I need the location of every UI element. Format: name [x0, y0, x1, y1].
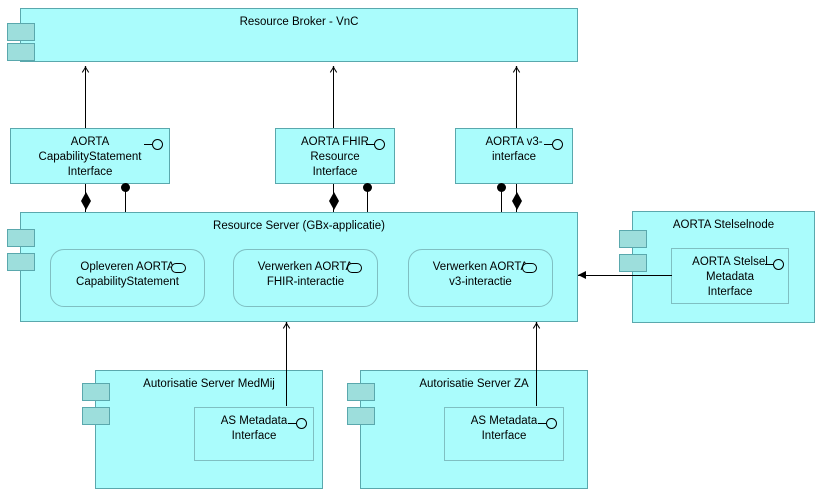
component-autorisatie-server-medmij[interactable]: Autorisatie Server MedMij AS Metadata In… [82, 370, 323, 489]
arrowhead-fhir-to-broker [328, 63, 339, 72]
arrowhead-capability-to-broker [80, 63, 91, 72]
connector-ball-icon [363, 183, 372, 192]
subcomponent-opleveren-capabilitystatement[interactable]: Opleveren AORTA CapabilityStatement [50, 249, 205, 307]
provided-interface-lollipop-icon [538, 418, 560, 430]
provided-interface-lollipop-icon [765, 259, 787, 271]
composition-diamond-icon [329, 192, 339, 210]
composition-diamond-icon [81, 192, 91, 210]
component-tab-lower [7, 43, 35, 61]
component-tab-upper [347, 383, 375, 401]
usecase-oval-icon [522, 263, 537, 273]
component-aorta-stelselnode[interactable]: AORTA Stelselnode AORTA Stelsel Metadata… [619, 211, 815, 323]
component-tab-lower [82, 407, 110, 425]
interface-as-metadata-za[interactable]: AS Metadata Interface [444, 407, 564, 461]
component-tab-upper [82, 383, 110, 401]
component-title-za: Autorisatie Server ZA [419, 378, 529, 390]
arrowhead-za-to-resource-server [531, 319, 542, 328]
component-tab-lower [7, 253, 35, 271]
component-resource-broker[interactable]: Resource Broker - VnC [7, 8, 578, 62]
interface-aorta-fhir-resource[interactable]: AORTA FHIR Resource Interface [275, 128, 395, 184]
subcomponent-verwerken-fhir-interactie[interactable]: Verwerken AORTA FHIR-interactie [233, 249, 378, 307]
usecase-oval-icon [171, 263, 186, 273]
connector-ball-icon [121, 183, 130, 192]
component-title-resource-broker: Resource Broker - VnC [239, 16, 359, 28]
arrowhead-stelselnode-to-resource-server [578, 271, 586, 279]
component-tab-lower [619, 254, 647, 272]
subcomponent-label-verwerken-v3: Verwerken AORTA v3-interactie [432, 261, 529, 288]
provided-interface-lollipop-icon [144, 139, 166, 151]
connector-ball-icon [497, 183, 506, 192]
interface-aorta-stelsel-metadata[interactable]: AORTA Stelsel Metadata Interface [671, 248, 789, 304]
interface-aorta-capabilitystatement[interactable]: AORTA CapabilityStatement Interface [10, 128, 170, 184]
component-tab-upper [7, 229, 35, 247]
interface-label-v3: AORTA v3- interface [485, 136, 543, 163]
interface-as-metadata-medmij[interactable]: AS Metadata Interface [194, 407, 314, 461]
connector-fhir-to-broker [333, 66, 334, 128]
interface-label-as-metadata-medmij: AS Metadata Interface [220, 415, 288, 442]
connector-capability-to-broker [85, 66, 86, 128]
connector-v3-to-broker [516, 66, 517, 128]
connector-medmij-to-resource-server [286, 322, 287, 406]
connector-za-to-resource-server [536, 322, 537, 406]
component-title-stelselnode: AORTA Stelselnode [672, 219, 775, 231]
component-tab-lower [347, 407, 375, 425]
component-title-resource-server: Resource Server (GBx-applicatie) [213, 220, 385, 232]
usecase-oval-icon [347, 263, 362, 273]
connector-stelselnode-to-resource-server [578, 275, 672, 276]
interface-label-as-metadata-za: AS Metadata Interface [470, 415, 538, 442]
arrowhead-v3-to-broker [511, 63, 522, 72]
component-autorisatie-server-za[interactable]: Autorisatie Server ZA AS Metadata Interf… [347, 370, 588, 489]
interface-label-capabilitystatement: AORTA CapabilityStatement Interface [38, 136, 142, 178]
arrowhead-medmij-to-resource-server [281, 319, 292, 328]
component-title-medmij: Autorisatie Server MedMij [143, 378, 275, 390]
interface-label-fhir-resource: AORTA FHIR Resource Interface [301, 136, 369, 178]
component-tab-upper [619, 230, 647, 248]
subcomponent-label-verwerken-fhir: Verwerken AORTA FHIR-interactie [257, 261, 354, 288]
provided-interface-lollipop-icon [544, 139, 566, 151]
provided-interface-lollipop-icon [288, 418, 310, 430]
interface-label-stelsel-metadata: AORTA Stelsel Metadata Interface [692, 256, 768, 298]
composition-diamond-icon [512, 192, 522, 210]
subcomponent-label-opleveren: Opleveren AORTA CapabilityStatement [76, 261, 179, 288]
provided-interface-lollipop-icon [366, 139, 388, 151]
component-resource-server[interactable]: Resource Server (GBx-applicatie) Oplever… [7, 212, 578, 322]
subcomponent-verwerken-v3-interactie[interactable]: Verwerken AORTA v3-interactie [408, 249, 553, 307]
interface-aorta-v3[interactable]: AORTA v3- interface [455, 128, 573, 184]
component-tab-upper [7, 23, 35, 41]
